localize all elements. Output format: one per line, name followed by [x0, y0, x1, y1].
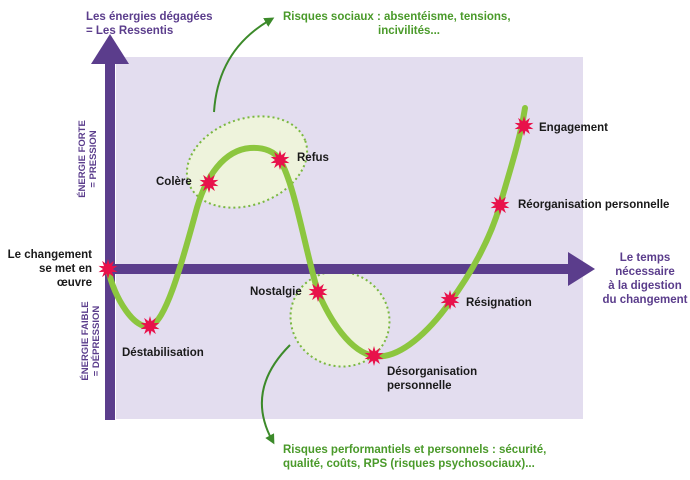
social-risk-arrow: [213, 17, 275, 113]
marker-destabilisation: [140, 316, 160, 336]
y-axis-title-line: Les énergies dégagées: [86, 11, 213, 23]
performance-risk-label: Risques performantiels et personnels : s…: [283, 443, 546, 471]
marker-colere: [199, 173, 219, 193]
x-axis-title-line: nécessaire: [615, 266, 675, 278]
marker-engagement: [514, 116, 534, 136]
stage-refus-label: Refus: [297, 152, 329, 164]
energy-high-line: ÉNERGIE FORTE: [77, 120, 88, 198]
marker-resignation: [440, 290, 460, 310]
x-axis-arrowhead: [568, 252, 595, 286]
y-axis-title: Les énergies dégagées = Les Ressentis: [86, 10, 213, 38]
social-risk-line: Risques sociaux : absentéisme, tensions,: [283, 11, 511, 23]
x-axis: [105, 264, 575, 274]
social-risk-zone: [185, 115, 309, 209]
marker-reorganisation: [490, 195, 510, 215]
stage-start-line: se met en: [38, 263, 92, 275]
social-risk-line: incivilités...: [378, 25, 440, 37]
energy-low-label: ÉNERGIE FAIBLE = DÉPRESSION: [80, 288, 106, 394]
stage-desorganisation-line: personnelle: [387, 380, 452, 392]
stage-start-line: Le changement: [7, 249, 92, 261]
x-axis-title-line: Le temps: [619, 252, 671, 264]
y-axis-arrowhead: [91, 34, 129, 64]
stage-start-line: œuvre: [56, 277, 92, 289]
stage-start-label: Le changement se met en œuvre: [4, 248, 92, 290]
stage-desorganisation-label: Désorganisation personnelle: [387, 365, 477, 393]
stage-desorganisation-line: Désorganisation: [387, 366, 478, 378]
stage-engagement-label: Engagement: [539, 122, 609, 134]
marker-desorganisation: [364, 346, 384, 366]
performance-risk-arrow: [260, 344, 291, 445]
stage-resignation-label: Résignation: [466, 297, 532, 309]
marker-start: [98, 259, 118, 279]
y-axis-title-line: = Les Ressentis: [86, 25, 174, 37]
stage-nostalgie-label: Nostalgie: [250, 286, 302, 298]
energy-high-label: ÉNERGIE FORTE = PRESSION: [77, 109, 103, 209]
social-risk-label: Risques sociaux : absentéisme, tensions,…: [283, 10, 511, 38]
energy-low-line: = DÉPRESSION: [91, 305, 102, 377]
energy-high-line: = PRESSION: [88, 130, 99, 188]
x-axis-title-line: du changement: [602, 294, 688, 306]
stage-reorganisation-label: Réorganisation personnelle: [518, 199, 670, 211]
y-axis: [105, 56, 115, 420]
performance-risk-line: qualité, coûts, RPS (risques psychosocia…: [283, 458, 535, 470]
x-axis-title: Le temps nécessaire à la digestion du ch…: [600, 251, 690, 307]
stage-destabilisation-label: Déstabilisation: [122, 347, 204, 359]
stage-colere-label: Colère: [156, 176, 192, 188]
performance-risk-line: Risques performantiels et personnels : s…: [283, 444, 547, 456]
energy-low-line: ÉNERGIE FAIBLE: [80, 301, 91, 381]
marker-refus: [270, 150, 290, 170]
x-axis-title-line: à la digestion: [608, 280, 682, 292]
change-curve: [105, 105, 528, 360]
marker-nostalgie: [308, 282, 328, 302]
